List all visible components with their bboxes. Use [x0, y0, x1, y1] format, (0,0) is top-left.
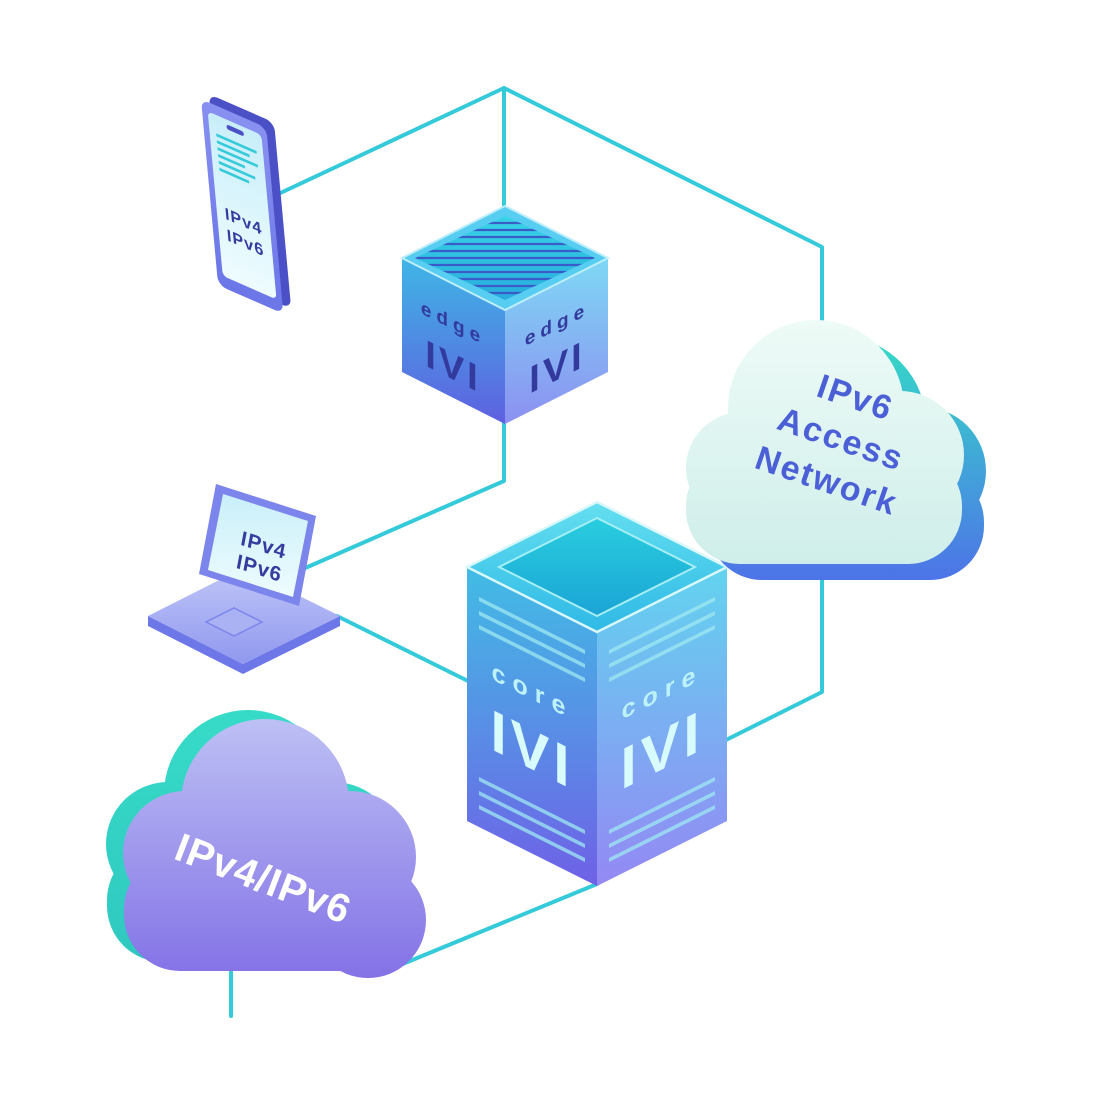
link-core-to-dual-cloud [386, 882, 599, 972]
core-right-face [597, 567, 727, 886]
core-right-bottom-stripes [609, 777, 715, 862]
smartphone: IPv4 IPv6 [201, 96, 291, 311]
core-left-bottom-stripes [479, 777, 585, 862]
core-left-top-stripes [479, 597, 585, 682]
core-router: core IVI core IVI [464, 500, 730, 886]
core-right-top-stripes [609, 597, 715, 682]
access-network-cloud: IPv6 Access Network [686, 320, 986, 580]
laptop-trackpad [204, 607, 264, 637]
dual-stack-cloud: IPv4/IPv6 [106, 710, 426, 978]
core-left-face [467, 567, 597, 886]
dual-cloud-body [123, 719, 426, 978]
phone-screen-text-lines [216, 133, 258, 184]
edge-router: edge IVI edge IVI [399, 204, 611, 424]
access-cloud-body [686, 320, 964, 564]
laptop-screen [208, 494, 308, 597]
edge-left-face [402, 258, 505, 424]
core-top-panel [496, 516, 698, 618]
laptop-base-thickness [148, 616, 340, 674]
edge-right-face [505, 258, 608, 424]
link-laptop-to-core [335, 614, 474, 685]
link-edge-router-to-laptop [301, 416, 506, 571]
phone-speaker [226, 125, 244, 136]
laptop: IPv4 IPv6 [148, 484, 340, 674]
